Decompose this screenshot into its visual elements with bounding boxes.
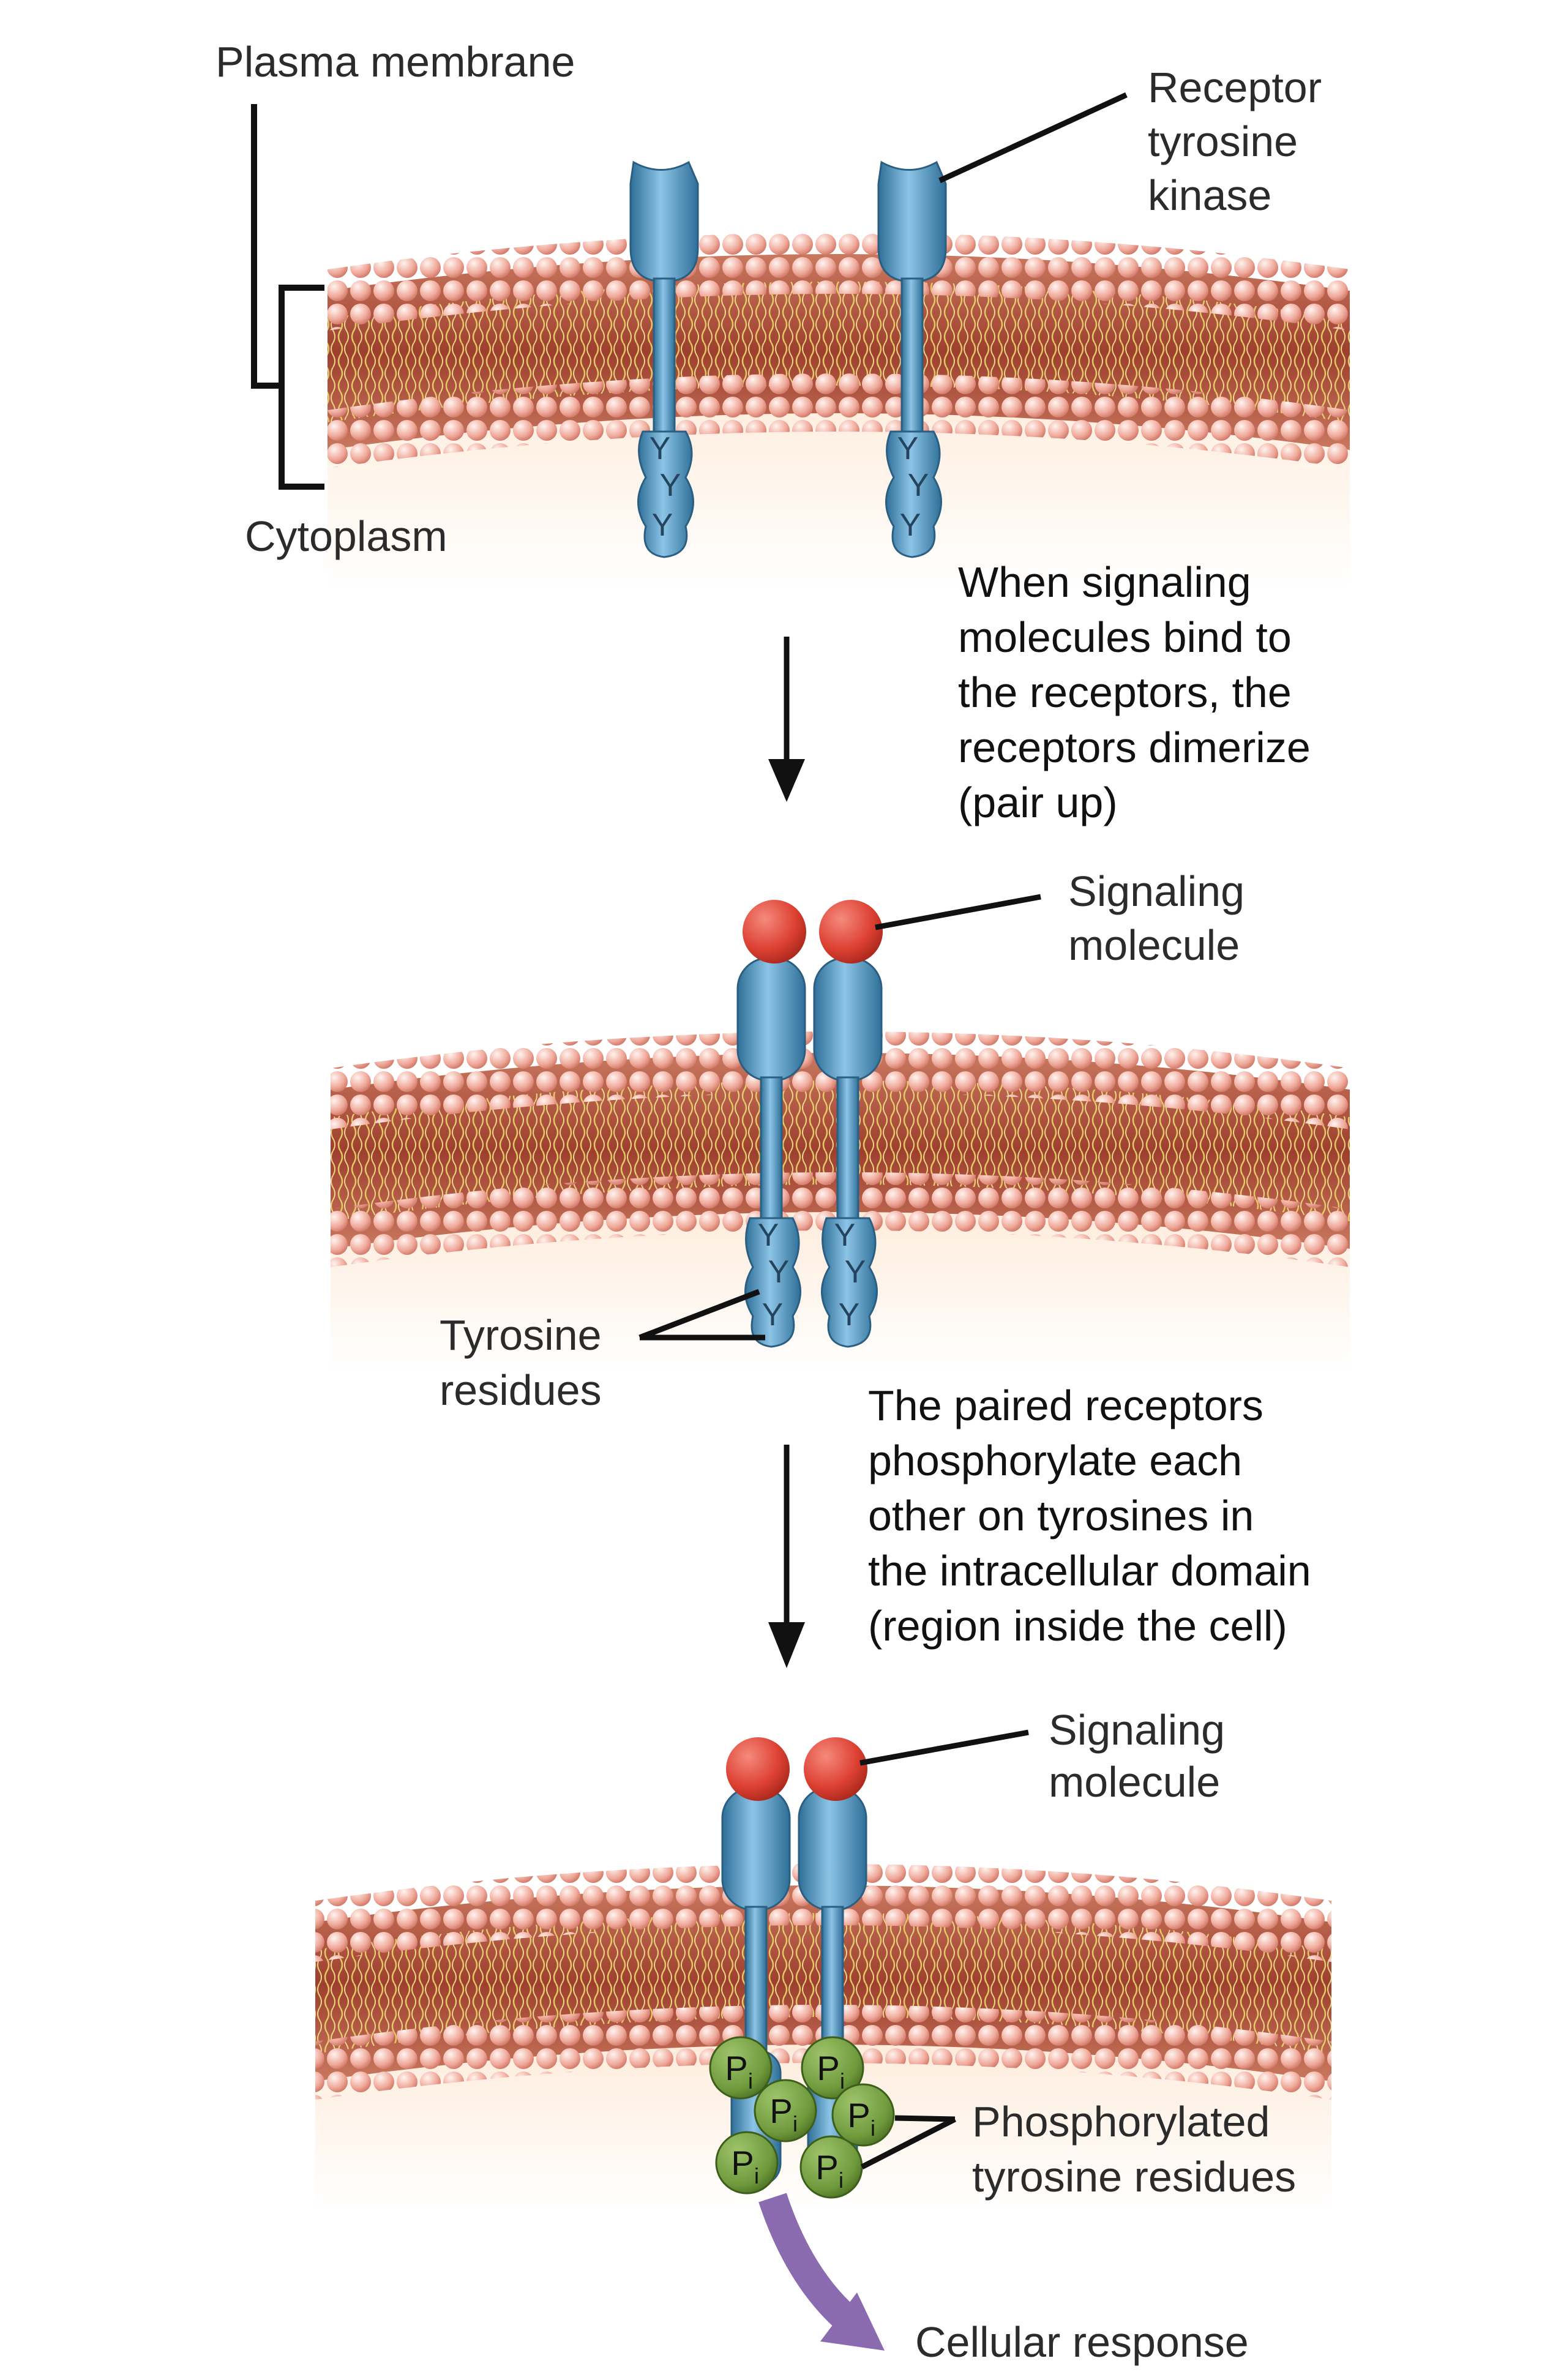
tyrosine-symbol: Y: [845, 1254, 866, 1290]
tyrosine-label-line1: Tyrosine: [440, 1311, 602, 1359]
phosphate-subscript: i: [870, 2116, 875, 2141]
tyrosine-leader-lines: [638, 1289, 765, 1341]
tyrosine-symbol: Y: [758, 1218, 779, 1253]
phospho-label-line2: tyrosine residues: [972, 2153, 1296, 2201]
plasma-membrane-bracket: [251, 104, 324, 490]
tyrosine-symbol: Y: [649, 431, 671, 466]
phospho-leader-lines: [860, 2115, 957, 2170]
step1-text-line: molecules bind to: [958, 613, 1292, 661]
phospho-label-line1: Phosphorylated: [972, 2098, 1270, 2146]
phosphate-group: P i: [831, 2083, 895, 2147]
receptor-label-line3: kinase: [1148, 171, 1271, 219]
step2-text-line: (region inside the cell): [868, 1602, 1287, 1650]
receptor-tyrosine-kinase-right: Y Y Y: [877, 160, 947, 558]
step1-text-line: (pair up): [958, 779, 1118, 826]
step-1-description: When signaling molecules bind to the rec…: [958, 558, 1311, 826]
phosphate-group: P i: [801, 2036, 864, 2100]
phosphate-subscript: i: [840, 2068, 845, 2094]
receptor-label-line1: Receptor: [1148, 64, 1322, 111]
signaling-molecule-left: [743, 900, 806, 964]
tyrosine-symbol: Y: [652, 507, 673, 543]
tyrosine-symbol: Y: [839, 1297, 860, 1333]
panel-1-monomers: Y Y Y Y Y Y Plasma membrane Cytoplasm Re…: [215, 38, 1350, 588]
signaling-label-line2: molecule: [1049, 1758, 1220, 1806]
tyrosine-symbol: Y: [660, 468, 681, 503]
receptor-label-line2: tyrosine: [1148, 118, 1298, 165]
panel-3-phosphorylated: P i P i P i P i P i P i: [315, 1706, 1331, 2366]
signaling-label-line2: molecule: [1068, 921, 1240, 969]
tyrosine-symbol: Y: [897, 431, 919, 466]
cytoplasm-label: Cytoplasm: [245, 512, 447, 560]
phosphate-symbol: P: [769, 2092, 792, 2130]
receptor-dimer: Y Y Y Y Y Y: [736, 957, 883, 1348]
phosphate-group: P i: [709, 2036, 773, 2100]
signaling-leader-line-2: [859, 1729, 1029, 1766]
phosphate-symbol: P: [817, 2049, 839, 2087]
tyrosine-symbol: Y: [834, 1218, 856, 1253]
signaling-leader-line-1: [875, 894, 1041, 930]
signaling-molecule-right: [819, 900, 883, 964]
phosphate-group: P i: [799, 2135, 863, 2199]
phosphate-subscript: i: [839, 2168, 844, 2193]
receptor-tyrosine-kinase-left: Y Y Y: [629, 160, 699, 558]
tyrosine-symbol: Y: [762, 1297, 784, 1333]
cellular-response-arrow: [758, 2193, 885, 2351]
tyrosine-symbol: Y: [900, 507, 921, 543]
step-2-description: The paired receptors phosphorylate each …: [868, 1382, 1311, 1650]
plasma-membrane-label: Plasma membrane: [215, 38, 575, 86]
tyrosine-label-line2: residues: [440, 1366, 602, 1414]
step-arrow-2-head: [768, 1622, 805, 1668]
step-arrow-1-head: [768, 759, 805, 802]
phosphate-symbol: P: [725, 2049, 747, 2087]
step1-text-line: When signaling: [958, 558, 1251, 606]
tyrosine-symbol: Y: [768, 1254, 790, 1290]
phosphate-symbol: P: [847, 2096, 870, 2135]
step2-text-line: phosphorylate each: [868, 1437, 1242, 1484]
signaling-molecule-left: [726, 1737, 790, 1801]
signaling-label-line1: Signaling: [1049, 1706, 1225, 1754]
cellular-response-label: Cellular response: [915, 2318, 1249, 2366]
panel-2-dimer: Y Y Y Y Y Y Signaling molecule Tyrosine …: [331, 867, 1350, 1414]
signaling-molecule-right: [804, 1737, 867, 1801]
phosphate-subscript: i: [748, 2068, 753, 2094]
phosphate-subscript: i: [793, 2111, 798, 2136]
phosphate-subscript: i: [754, 2163, 759, 2188]
step2-text-line: the intracellular domain: [868, 1547, 1311, 1595]
step2-text-line: The paired receptors: [868, 1382, 1263, 1429]
step1-text-line: the receptors, the: [958, 668, 1292, 716]
phosphate-symbol: P: [815, 2148, 838, 2187]
phosphate-symbol: P: [731, 2144, 754, 2182]
signaling-label-line1: Signaling: [1068, 867, 1245, 915]
step2-text-line: other on tyrosines in: [868, 1492, 1254, 1540]
tyrosine-symbol: Y: [908, 468, 929, 503]
phosphate-group: P i: [754, 2079, 817, 2142]
plasma-membrane-1: [328, 233, 1350, 468]
step1-text-line: receptors dimerize: [958, 724, 1311, 771]
phosphate-group: P i: [715, 2131, 779, 2195]
receptor-leader-line: [938, 92, 1128, 184]
